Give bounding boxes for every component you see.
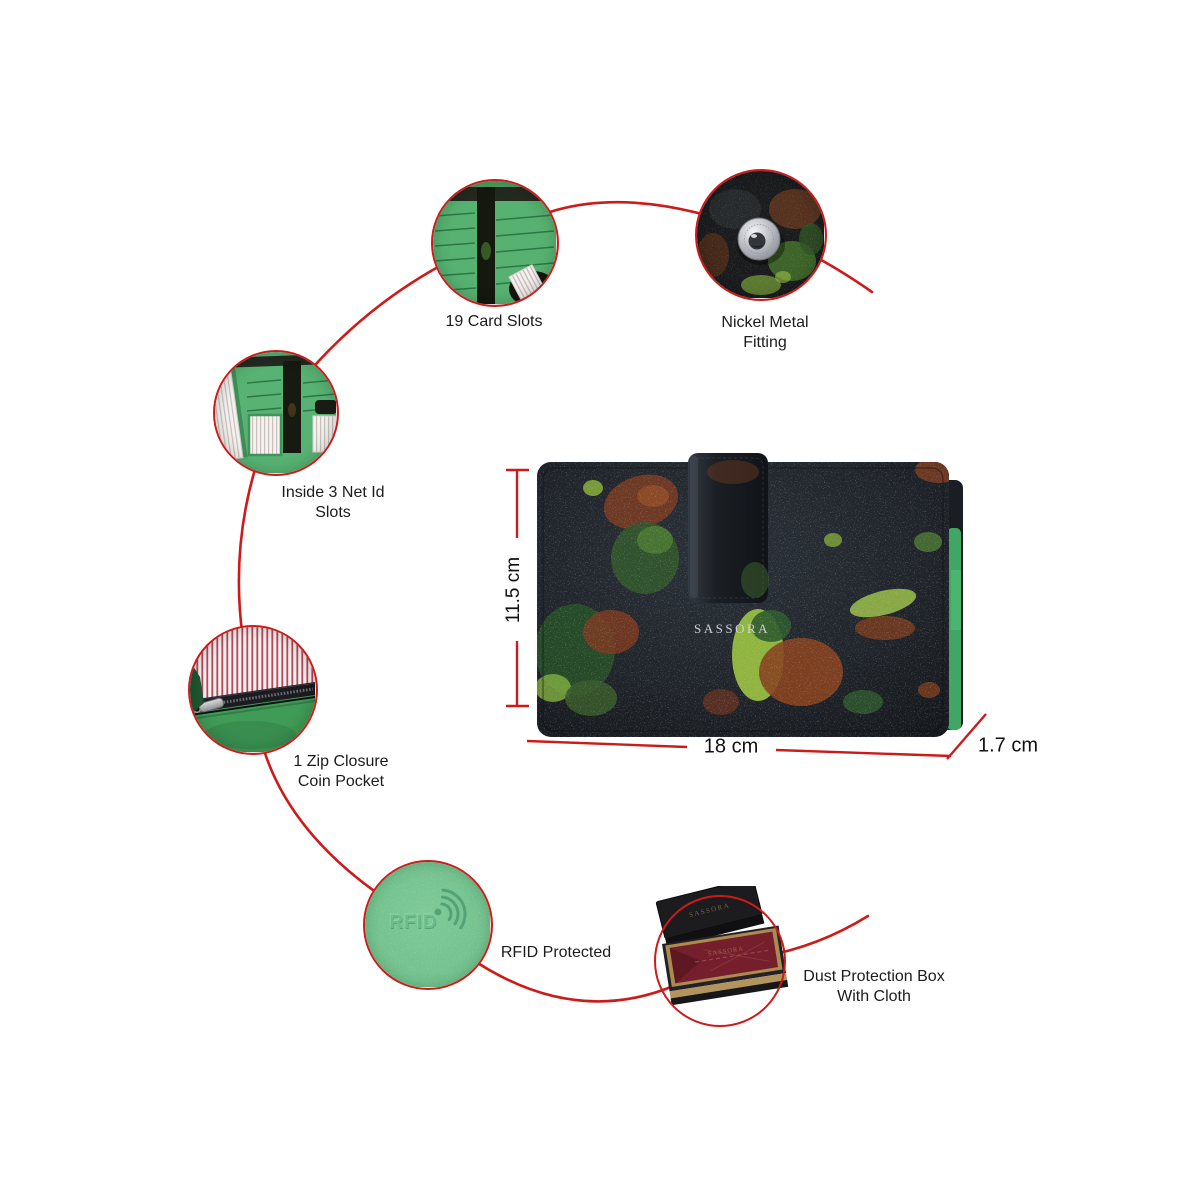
dimension-depth-label: 1.7 cm bbox=[977, 734, 1039, 757]
svg-text:RFID: RFID bbox=[390, 913, 438, 934]
feature-circle-dust-box bbox=[654, 895, 786, 1027]
zipper bbox=[190, 682, 315, 720]
rfid-embossed-logo: RFID RFID RFID bbox=[389, 911, 438, 934]
snap-button bbox=[737, 217, 785, 265]
rfid-photo: RFID RFID RFID bbox=[365, 862, 490, 987]
card-slots-photo bbox=[433, 181, 556, 304]
wallet-image: SASSORA bbox=[533, 450, 967, 742]
nickel-fitting-photo bbox=[697, 171, 824, 298]
feature-circle-net-id-slots bbox=[213, 350, 339, 476]
feature-circle-rfid: RFID RFID RFID bbox=[363, 860, 493, 990]
feature-label-dust-box: Dust Protection Box With Cloth bbox=[803, 968, 945, 1005]
feature-circle-card-slots bbox=[431, 179, 559, 307]
feature-label-card-slots: 19 Card Slots bbox=[445, 313, 543, 330]
feature-circle-zip-coin-pocket bbox=[188, 625, 318, 755]
width-dimension-line bbox=[526, 739, 952, 758]
depth-dimension-line bbox=[946, 713, 987, 760]
feature-label-rfid: RFID Protected bbox=[500, 944, 612, 961]
feature-label-nickel-fitting: Nickel Metal Fitting bbox=[721, 314, 809, 351]
zip-coin-pocket-photo bbox=[190, 627, 315, 752]
wallet-brand-text: SASSORA bbox=[694, 621, 770, 636]
feature-circle-nickel-fitting bbox=[695, 169, 827, 301]
svg-text:RFID: RFID bbox=[389, 912, 437, 933]
feature-label-net-id-slots: Inside 3 Net Id Slots bbox=[281, 484, 385, 521]
rfid-signal-waves-icon bbox=[434, 888, 467, 930]
dimension-width-label: 18 cm bbox=[703, 735, 759, 758]
svg-text:RFID: RFID bbox=[389, 911, 437, 932]
feature-label-zip-coin-pocket: 1 Zip Closure Coin Pocket bbox=[293, 753, 389, 790]
red-connector-arc bbox=[237, 200, 874, 1003]
height-dimension-line bbox=[506, 468, 529, 708]
dimension-height-label: 11.5 cm bbox=[503, 556, 524, 624]
wallet-closure-tab bbox=[688, 453, 769, 603]
net-id-slots-photo bbox=[215, 352, 336, 473]
